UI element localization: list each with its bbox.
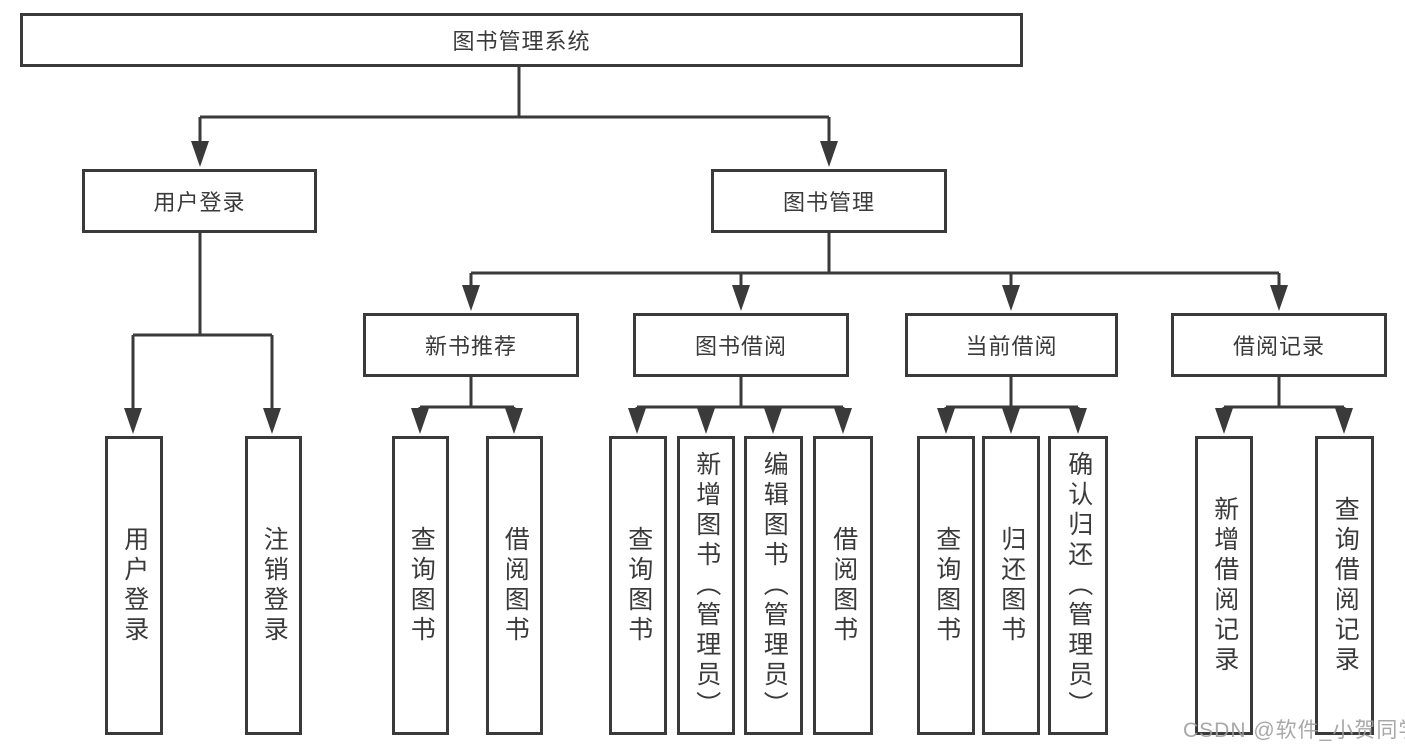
- node-label: 确认归还（管理员）: [1064, 450, 1093, 721]
- leaf-return-books: 归还图书: [982, 436, 1040, 735]
- node-book-borrowing: 图书借阅: [633, 313, 849, 377]
- node-library-management-system: 图书管理系统: [20, 13, 1023, 67]
- node-label: 新增借阅记录: [1210, 495, 1239, 676]
- node-label: 图书管理系统: [452, 29, 591, 54]
- node-label: 查询借阅记录: [1331, 495, 1360, 676]
- leaf-query-borrow-record: 查询借阅记录: [1315, 436, 1374, 735]
- leaf-add-books-admin: 新增图书（管理员）: [677, 436, 735, 735]
- node-label: 查询图书: [932, 525, 961, 646]
- node-label: 借阅图书: [829, 525, 858, 646]
- leaf-query-books-borrow: 查询图书: [609, 436, 667, 735]
- leaf-confirm-return-admin: 确认归还（管理员）: [1048, 436, 1108, 735]
- leaf-borrow-books: 借阅图书: [813, 436, 873, 735]
- node-label: 图书管理: [782, 190, 875, 215]
- node-current-borrowing: 当前借阅: [905, 313, 1118, 377]
- leaf-add-borrow-record: 新增借阅记录: [1195, 436, 1253, 735]
- node-new-book-recommendation: 新书推荐: [363, 313, 579, 377]
- csdn-watermark: CSDN @软件_小贺同学: [1183, 719, 1405, 742]
- leaf-logout: 注销登录: [245, 436, 302, 735]
- node-label: 新书推荐: [424, 334, 517, 359]
- leaf-user-login: 用户登录: [105, 436, 163, 735]
- node-borrowing-records: 借阅记录: [1171, 313, 1387, 377]
- node-label: 查询图书: [624, 525, 653, 646]
- node-label: 当前借阅: [965, 334, 1058, 359]
- node-label: 用户登录: [120, 525, 149, 646]
- node-label: 注销登录: [260, 525, 289, 646]
- leaf-borrow-books-recommend: 借阅图书: [486, 436, 543, 735]
- node-label: 新增图书（管理员）: [692, 450, 721, 721]
- leaf-edit-books-admin: 编辑图书（管理员）: [744, 436, 803, 735]
- node-label: 查询图书: [407, 525, 436, 646]
- node-book-management: 图书管理: [711, 169, 947, 233]
- node-label: 借阅图书: [501, 525, 530, 646]
- node-label: 归还图书: [997, 525, 1026, 646]
- node-label: 借阅记录: [1232, 334, 1325, 359]
- leaf-query-books-recommend: 查询图书: [392, 436, 449, 735]
- node-user-login: 用户登录: [82, 169, 317, 233]
- leaf-query-books-current: 查询图书: [917, 436, 975, 735]
- node-label: 图书借阅: [694, 334, 787, 359]
- node-label: 编辑图书（管理员）: [760, 450, 789, 721]
- node-label: 用户登录: [153, 190, 246, 215]
